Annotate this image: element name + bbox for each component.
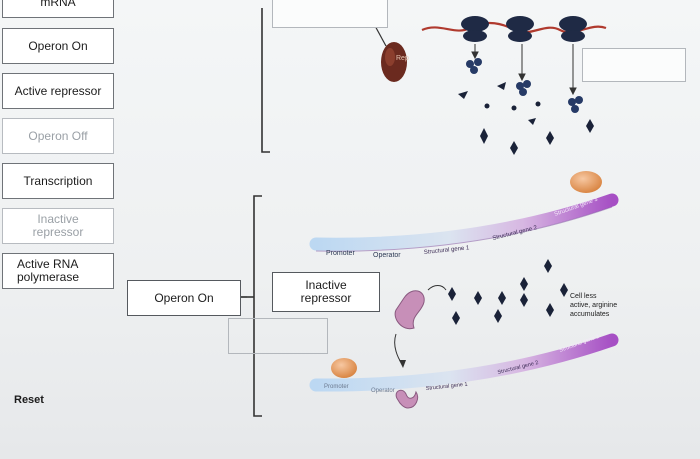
structural-gene-1-label: Structural gene 1: [424, 245, 471, 256]
term-label: Operon Off: [28, 128, 88, 143]
ribosome-icon: [461, 16, 587, 42]
binding-arrow: [427, 285, 447, 291]
release-arrow: [394, 333, 403, 365]
drop-label: Operon On: [154, 290, 214, 305]
term-label: Inactive repressor: [32, 212, 84, 239]
term-active-rna-polymerase[interactable]: Active RNA polymerase: [2, 253, 114, 289]
term-operon-on[interactable]: Operon On: [2, 28, 114, 64]
reset-button[interactable]: Reset: [14, 394, 44, 406]
rna-polymerase-bottom-shape: [331, 358, 357, 378]
cell-note-line-3: accumulates: [570, 311, 610, 318]
promoter-label-lower: Promoter: [324, 384, 349, 390]
rna-polymerase-shape: [570, 171, 602, 193]
repressor-shape: Rep: [381, 42, 409, 82]
drop-target-top[interactable]: [272, 0, 388, 28]
term-mrna-partial[interactable]: mRNA: [2, 0, 114, 18]
structural-gene-1-label-lower: Structural gene 1: [426, 382, 468, 392]
arginine-molecules: [458, 82, 594, 155]
cell-note-line-2: active, arginine: [570, 302, 617, 309]
drop-target-operon-on[interactable]: Operon On: [127, 280, 241, 316]
term-label: mRNA: [40, 0, 76, 9]
term-operon-off[interactable]: Operon Off: [2, 118, 114, 154]
term-active-repressor[interactable]: Active repressor: [2, 73, 114, 109]
drop-target-top-right[interactable]: [582, 48, 686, 82]
bracket-top: [261, 8, 270, 153]
operator-label-lower: Operator: [371, 388, 395, 394]
enzyme-icon: [466, 58, 583, 113]
drop-target-inactive-repressor[interactable]: Inactive repressor: [272, 272, 380, 312]
translation-arrows: [471, 44, 577, 96]
inactive-repressor-shape: [394, 290, 425, 409]
drop-target-empty[interactable]: [228, 318, 328, 354]
term-label: Transcription: [23, 173, 93, 188]
term-transcription[interactable]: Transcription: [2, 163, 114, 199]
release-arrow-head: [399, 360, 406, 368]
bracket-bottom: [241, 195, 262, 417]
term-label: Active repressor: [14, 83, 102, 98]
rep-label: Rep: [396, 55, 409, 62]
dna-strand-lower: Promoter Operator Structural gene 1 Stru…: [309, 333, 619, 394]
term-inactive-repressor[interactable]: Inactive repressor: [2, 208, 114, 244]
dna-strand-upper: Promoter Operator Structural gene 1 Stru…: [309, 193, 619, 259]
term-label: Operon On: [28, 38, 88, 53]
term-label: Active RNA polymerase: [17, 257, 80, 284]
promoter-label: Promoter: [326, 250, 355, 257]
operator-label: Operator: [373, 252, 401, 259]
drop-label: Inactive repressor: [300, 278, 352, 305]
arginine-molecules-bottom: [448, 259, 568, 325]
cell-note-line-1: Cell less: [570, 293, 597, 300]
